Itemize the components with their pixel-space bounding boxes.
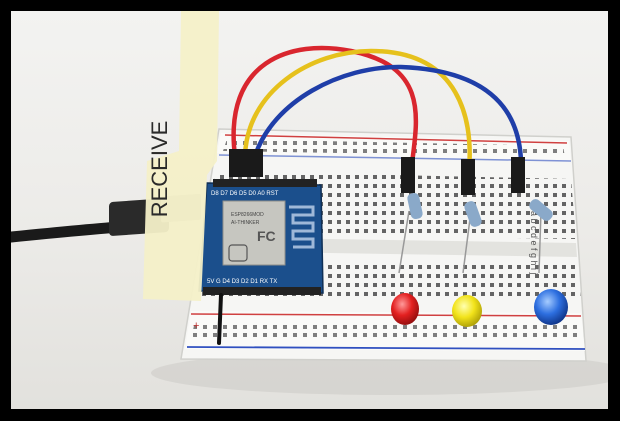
breadboard-photo: + a b c d e f g h i j ESP8266MOD AI-THIN… [11,11,608,409]
tape-label: RECEIVE [143,11,219,301]
shield-text-2: AI-THINKER [231,220,260,226]
board-shadow [151,351,608,395]
esp8266-module: ESP8266MOD AI-THINKER FC D8 D7 D6 D5 D0 … [198,179,324,345]
receive-label: RECEIVE [147,121,172,218]
breadboard-scene: + a b c d e f g h i j ESP8266MOD AI-THIN… [11,11,608,395]
row-letters: a b c d e f g h i j [529,211,539,275]
yellow-wire [242,48,472,174]
leds [391,289,568,327]
rail-plus-label: + [193,320,199,332]
blue-wire [252,64,524,176]
top-pin-labels: D8 D7 D6 D5 D0 A0 RST [211,191,279,197]
antenna-trace [289,205,315,249]
wifi-logo-icon [228,244,248,262]
fc-mark: FC [257,228,276,244]
blue-led [534,289,568,325]
jumper-wires [229,45,525,195]
shield-text-1: ESP8266MOD [231,212,264,218]
red-led [391,293,419,325]
resistors [398,192,553,274]
bottom-pin-labels: 5V G D4 D3 D2 D1 RX TX [207,279,277,285]
yellow-led [452,295,482,327]
